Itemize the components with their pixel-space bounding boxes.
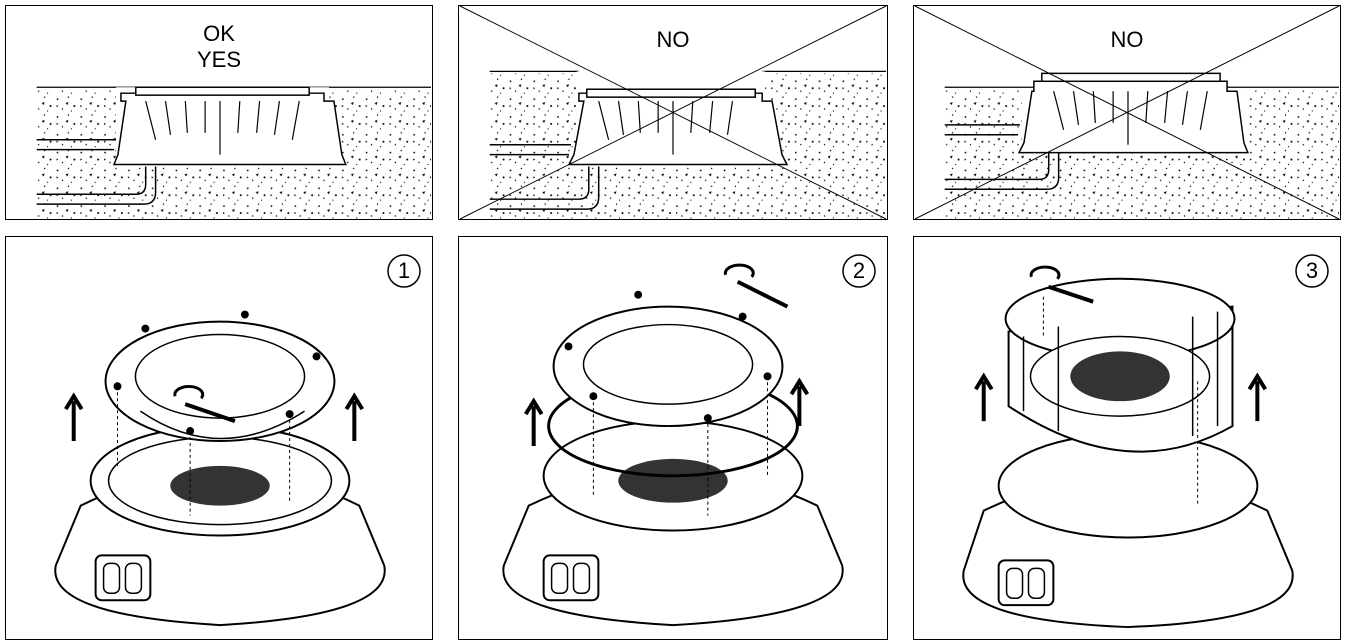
step-number-label: 1 [397,258,411,283]
step-number-label: 3 [1305,258,1319,283]
step-panel-2: 2 [458,236,888,640]
step-1-illustration [54,310,386,627]
step-circle-icon [1295,254,1329,288]
install-panel-no-deep: NO [458,5,888,220]
step-number-1: 1 [386,253,422,289]
panel-label-line1: OK [203,21,235,46]
install-diagram-no-high [914,6,1340,219]
step-panel-3: 3 [913,236,1341,640]
install-diagram-ok [36,86,432,219]
step-number-3: 3 [1294,253,1330,289]
install-panel-ok: OK YES [5,5,433,220]
panel-label-line1: NO [1110,27,1144,52]
step-number-label: 2 [852,258,866,283]
step-3-illustration [962,265,1294,629]
step-2-illustration [502,263,844,627]
step-circle-icon [387,254,421,288]
step-panel-1: 1 [5,236,433,640]
step-number-2: 2 [841,253,877,289]
panel-label-line2: YES [196,47,242,72]
install-panel-no-high: NO [913,5,1341,220]
panel-label-line1: NO [656,27,690,52]
install-diagram-no-deep [459,6,887,219]
step-circle-icon [842,254,876,288]
